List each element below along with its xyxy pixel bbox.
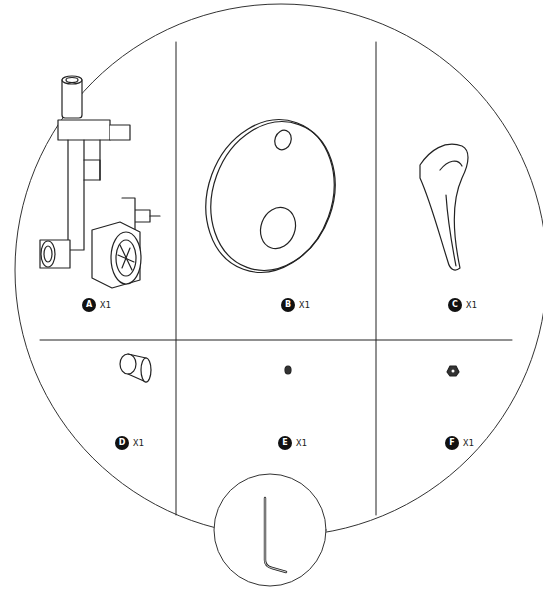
callout-letter: E (278, 436, 292, 450)
callout-letter: D (115, 436, 129, 450)
quantity-label: X1 (463, 436, 474, 450)
callout-letter: B (281, 298, 295, 312)
callout-letter: C (448, 298, 462, 312)
callout-letter: F (445, 436, 459, 450)
quantity-label: X1 (100, 298, 111, 312)
callout-letter: A (82, 298, 96, 312)
quantity-label: X1 (133, 436, 144, 450)
quantity-label: X1 (466, 298, 477, 312)
quantity-label: X1 (299, 298, 310, 312)
quantity-label: X1 (296, 436, 307, 450)
